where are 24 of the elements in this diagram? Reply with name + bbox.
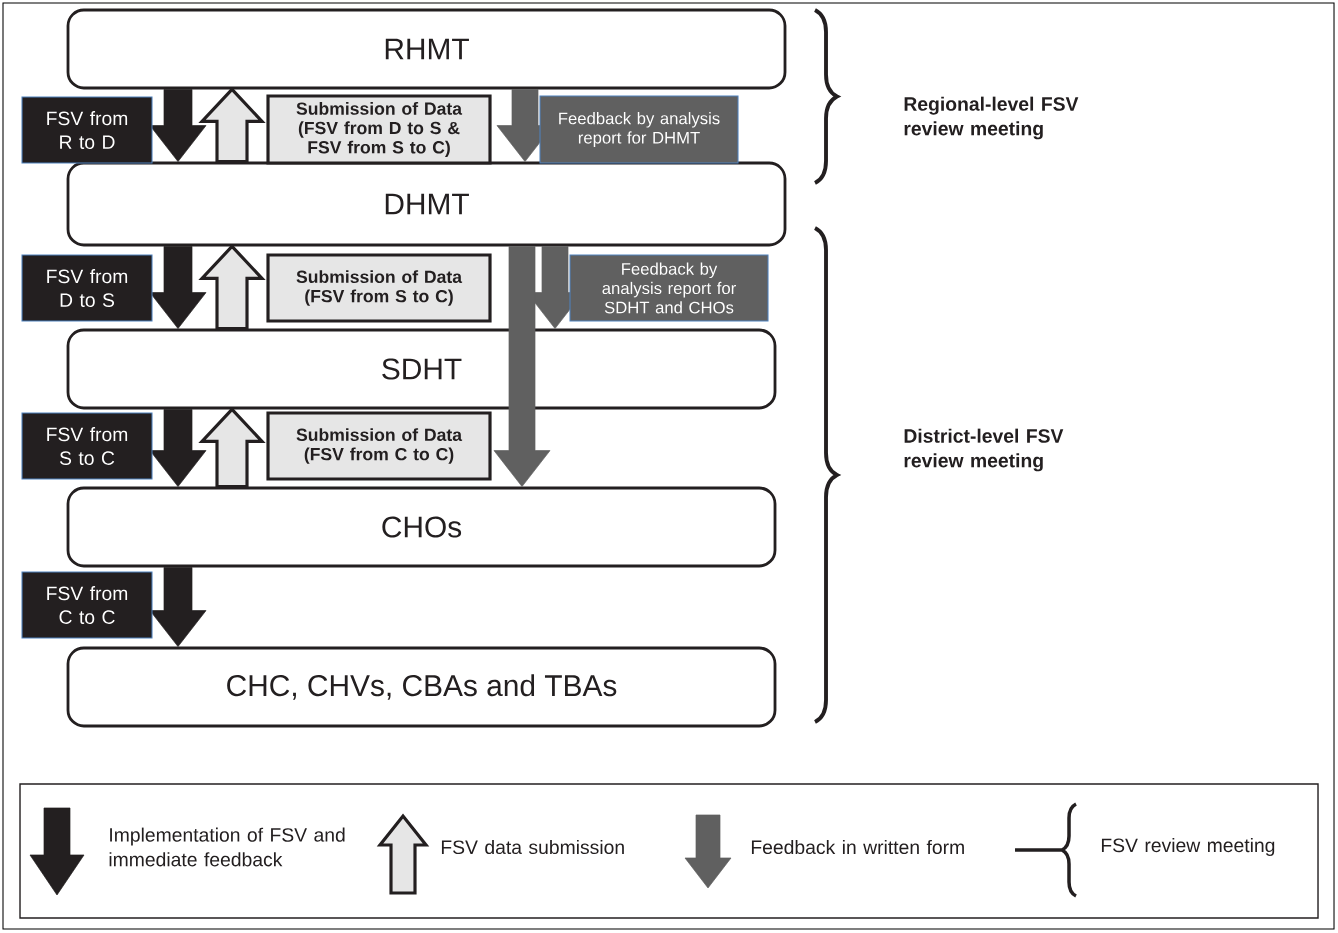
level-box: RHMT	[66, 8, 787, 90]
edge-label: Feedback by analysis report for DHMT	[539, 95, 739, 164]
edge-label: FSV from D to S	[21, 254, 153, 322]
level-box: DHMT	[66, 161, 787, 247]
edge-label: Submission of Data (FSV from S to C)	[266, 253, 492, 323]
edge-label: Submission of Data (FSV from D to S & FSV from S to C)	[266, 94, 492, 165]
block-arrow	[198, 407, 266, 489]
legend-text: Feedback in written form	[751, 839, 964, 855]
legend-text: FSV data submission	[441, 839, 624, 855]
block-arrow	[198, 87, 266, 164]
edge-label: FSV from R to D	[21, 96, 153, 164]
edge-label: Submission of Data (FSV from C to C)	[266, 411, 492, 481]
brace-label: District-level FSV review meeting	[904, 428, 1064, 472]
block-arrow	[493, 246, 551, 487]
edge-label: Feedback by analysis report for SDHT and CHOs	[569, 254, 769, 322]
block-arrow	[198, 244, 266, 331]
edge-label: FSV from S to C	[21, 412, 153, 480]
edge-label: FSV from C to C	[21, 571, 153, 639]
level-box: CHC, CHVs, CBAs and TBAs	[66, 646, 777, 728]
brace-label: Regional-level FSV review meeting	[904, 96, 1079, 140]
level-box: CHOs	[66, 486, 777, 568]
level-box: SDHT	[66, 328, 777, 410]
legend-text: Implementation of FSV and immediate feedback	[109, 827, 345, 867]
legend-text: FSV review meeting	[1101, 838, 1275, 856]
